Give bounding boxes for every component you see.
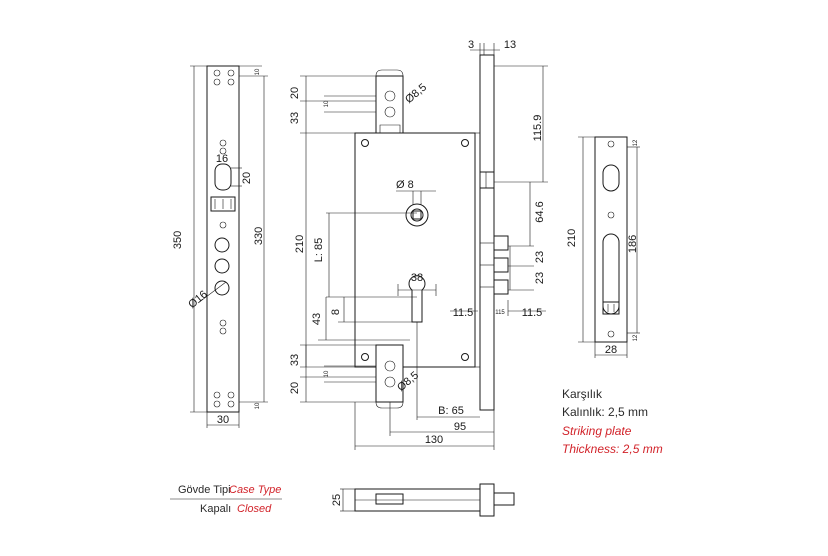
dim-spindle-8: Ø 8: [396, 179, 414, 191]
dim-striking-height: 210: [566, 229, 578, 247]
dim-130: 130: [425, 434, 443, 446]
dim-11-5-right: 11.5: [522, 307, 543, 319]
dim-top-hole: Ø8,5: [403, 81, 429, 106]
dim-23-b: 23: [534, 272, 546, 284]
striking-plate-outline: [594, 136, 628, 343]
dim-cylinder-38: 38: [411, 272, 423, 284]
note-kalinlik: Kalınlık: 2,5 mm: [562, 405, 648, 419]
dim-l-85: L: 85: [313, 238, 325, 262]
dim-43: 43: [311, 313, 323, 325]
screw-holes-front: [213, 69, 235, 408]
note-striking-plate: Striking plate: [562, 424, 632, 438]
front-plate-outline: [206, 65, 240, 413]
dim-11-5-left: 11.5: [453, 307, 474, 319]
legend-kapali-tr: Kapalı: [200, 503, 231, 515]
legend-kapali-en: Closed: [237, 503, 272, 515]
dim-striking-top-12: 12: [633, 139, 639, 146]
bolt-1: [214, 237, 230, 253]
bottom-tab: [375, 344, 404, 403]
dim-115-9: 115.9: [532, 115, 544, 142]
dim-front-top-small: 10: [255, 68, 261, 75]
dim-striking-width: 28: [605, 344, 617, 356]
case-front-strip: [479, 54, 495, 411]
dim-23-a: 23: [534, 251, 546, 263]
bolt-2: [214, 258, 230, 274]
dim-bottom-33: 33: [289, 354, 301, 366]
legend-govde-en: Case Type: [229, 484, 281, 496]
striking-plate-notes: Karşılık Kalınlık: 2,5 mm Striking plate…: [562, 387, 663, 456]
lock-case-view: 3 13 115.9 64.6 23 23 11.5: [289, 39, 548, 450]
deadbolt-face: [210, 196, 236, 212]
dim-top-13: 13: [504, 39, 516, 51]
striking-latch-slot: [602, 164, 620, 192]
latch-slot: [214, 163, 232, 191]
dim-striking-bottom-12: 12: [633, 334, 639, 341]
case-mount-holes: [361, 139, 469, 361]
dim-front-width: 30: [217, 414, 229, 426]
top-tab: [375, 75, 404, 134]
dim-top-33: 33: [289, 112, 301, 124]
dim-115-small: 115: [495, 310, 505, 316]
dim-top-3: 3: [468, 39, 474, 51]
dim-b-65: B: 65: [438, 405, 464, 417]
front-plate-view: 350 330 10 10 16 20 Ø16: [172, 65, 268, 428]
spindle-hub: [405, 203, 429, 227]
dim-bottom-20: 20: [289, 382, 301, 394]
dim-top-20: 20: [289, 87, 301, 99]
dim-top-10: 10: [324, 100, 330, 107]
case-top-view: 25: [331, 483, 515, 517]
case-type-legend: Gövde Tipi Case Type Kapalı Closed: [170, 484, 282, 515]
dim-front-height: 350: [172, 231, 184, 249]
dim-bolt-diameter: Ø16: [186, 288, 210, 311]
case-deadbolts: [480, 232, 509, 300]
dim-front-bottom-small: 10: [255, 402, 261, 409]
dim-front-holes-height: 330: [253, 227, 265, 245]
note-thickness: Thickness: 2,5 mm: [562, 442, 663, 456]
dim-8: 8: [330, 309, 342, 315]
dim-case-210: 210: [294, 235, 306, 253]
dim-bottom-10: 10: [324, 370, 330, 377]
bolt-3: [214, 280, 230, 296]
note-karsilik: Karşılık: [562, 387, 603, 401]
case-body: [354, 132, 476, 368]
striking-plate-view: 210 186 12 12 28: [566, 136, 640, 358]
dim-top-view-25: 25: [331, 494, 343, 506]
legend-govde-tr: Gövde Tipi: [178, 484, 231, 496]
dim-slot-width: 16: [216, 153, 228, 165]
latch-tongue: [479, 171, 495, 189]
dim-striking-slot: 186: [627, 235, 639, 253]
dim-slot-height: 20: [241, 172, 253, 184]
dim-95: 95: [454, 421, 466, 433]
dim-64-6: 64.6: [534, 201, 546, 222]
